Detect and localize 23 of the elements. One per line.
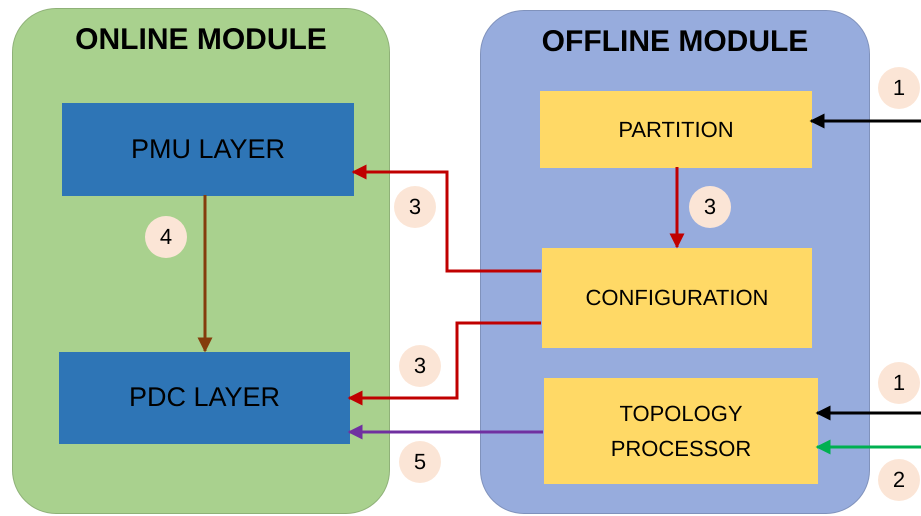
process-box: PMU LAYER [62,103,354,196]
process-box: TOPOLOGY PROCESSOR [544,378,818,484]
arrow [348,424,543,440]
arrow [348,322,541,406]
arrow [670,167,684,248]
step-number: 5 [399,441,441,483]
module-panel [12,8,390,514]
step-number: 3 [394,186,436,228]
process-box: CONFIGURATION [542,248,812,348]
arrow [816,406,921,420]
module-panel [480,10,870,514]
step-number: 2 [878,459,920,501]
step-number: 1 [878,67,920,109]
arrow [198,195,212,352]
module-title: OFFLINE MODULE [540,25,810,59]
arrow [352,164,541,272]
step-number: 1 [878,362,920,404]
arrow [810,114,921,128]
process-box: PARTITION [540,91,812,168]
module-title: ONLINE MODULE [74,23,328,57]
process-box: PDC LAYER [59,352,350,444]
arrow [816,440,921,454]
step-number: 3 [399,345,441,387]
